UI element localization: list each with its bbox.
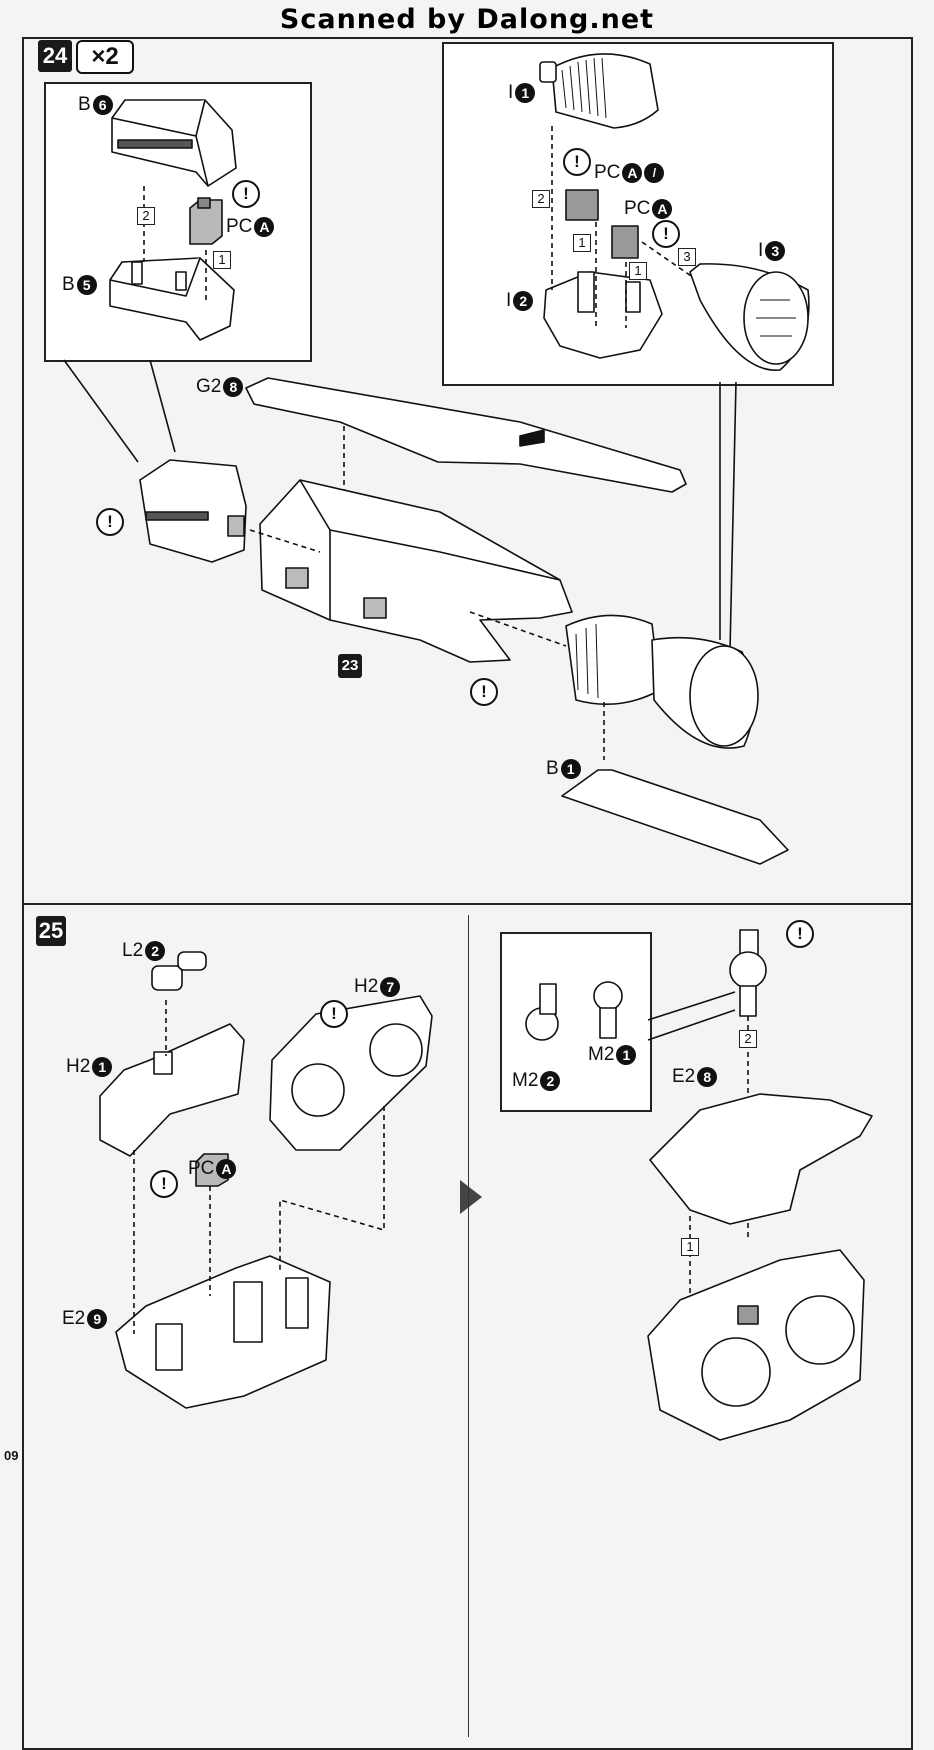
page-number: 09: [4, 1448, 19, 1463]
part-g28-shape: [245, 377, 687, 493]
caution-icon: !: [786, 920, 814, 948]
part-b1-shape: [561, 769, 789, 865]
next-step-arrow: [460, 1180, 482, 1214]
caution-icon: !: [470, 678, 498, 706]
step-24-panel: [22, 37, 913, 905]
part-pca-right-shape: [611, 225, 639, 259]
assembly-illustrations: [63, 53, 873, 1441]
caution-icon: !: [232, 180, 260, 208]
order-mark: 1: [629, 262, 647, 280]
part-b5-shape: [109, 257, 235, 341]
step-24-multiplier: ×2: [76, 40, 134, 74]
caution-icon: !: [652, 220, 680, 248]
part-l22-shape: [151, 951, 207, 991]
part-b6-shape: [111, 99, 237, 187]
caution-icon: !: [563, 148, 591, 176]
part-i2-shape: [543, 271, 663, 359]
part-m22-shape: [525, 983, 559, 1041]
caution-icon: !: [320, 1000, 348, 1028]
part-h27-shape: [269, 995, 433, 1151]
m-part-callout: [500, 932, 652, 1112]
part-e28-shape: [649, 1093, 873, 1225]
step-25-number: 25: [36, 916, 66, 946]
step-25-divider: [468, 915, 469, 1737]
slash-mark-icon: /: [644, 163, 665, 183]
part-m21-shape: [593, 981, 623, 1039]
order-mark: 2: [739, 1030, 757, 1048]
caution-icon: !: [96, 508, 124, 536]
scan-watermark: Scanned by Dalong.net: [279, 4, 655, 35]
b-subassembly-shape: [139, 459, 247, 563]
order-mark: 1: [573, 234, 591, 252]
part-pca-left-shape: [189, 197, 223, 245]
joint-shape: [729, 929, 767, 1017]
step-24-number: 24: [38, 40, 72, 72]
order-mark: 2: [532, 190, 550, 208]
order-mark: 1: [681, 1238, 699, 1256]
part-pca-slash-shape: [565, 189, 599, 221]
part-e29-shape: [115, 1255, 331, 1409]
part-i1-shape: [539, 53, 659, 129]
order-mark: 1: [213, 251, 231, 269]
part-h21-shape: [99, 1023, 245, 1157]
assembled-unit-shape: [647, 1249, 865, 1441]
order-mark: 3: [678, 248, 696, 266]
engine-assembly-shape: [565, 614, 759, 749]
subassembly-23-shape: [259, 479, 573, 663]
part-i3-shape: [689, 263, 810, 371]
order-mark: 2: [137, 207, 155, 225]
caution-icon: !: [150, 1170, 178, 1198]
subassembly-23-tag: 23: [338, 654, 362, 678]
